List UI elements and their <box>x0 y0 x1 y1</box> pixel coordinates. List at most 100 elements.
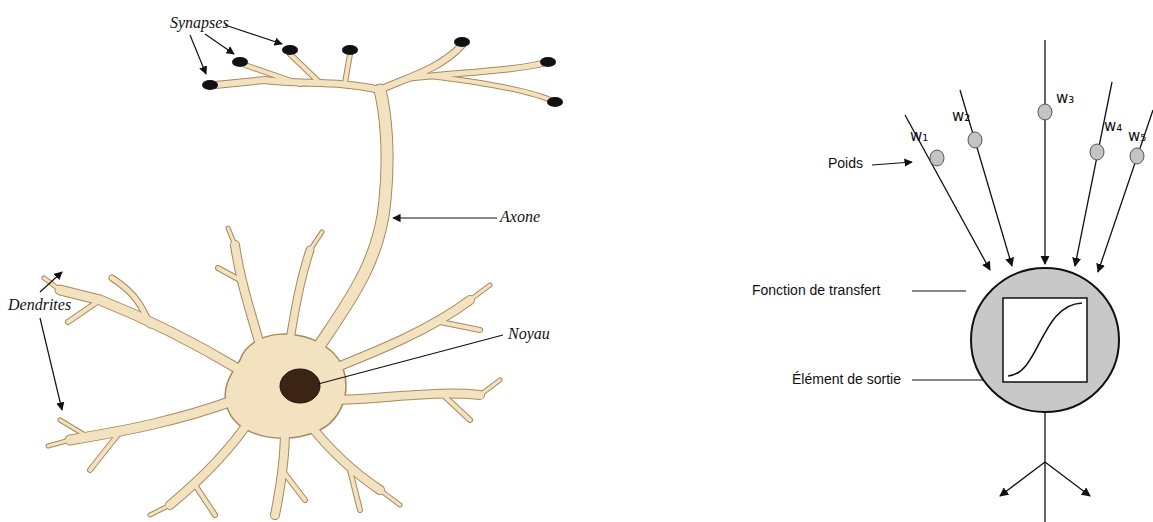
neurite <box>345 54 350 83</box>
cell-body <box>225 334 346 438</box>
neurite <box>235 245 260 345</box>
leader-lines <box>40 25 1038 410</box>
neurite <box>228 228 235 245</box>
leader-line <box>40 272 62 292</box>
neurite <box>310 425 380 490</box>
neurite <box>330 300 470 370</box>
synapse-terminal <box>540 57 556 67</box>
weight-bubble <box>968 132 982 148</box>
weight-bubble <box>1090 144 1104 160</box>
neurite <box>310 232 322 250</box>
artificial-neuron <box>905 40 1153 522</box>
neurite <box>245 65 300 84</box>
neurite-outline <box>310 425 380 490</box>
output-line <box>1044 412 1045 522</box>
neurite-outline <box>70 400 235 440</box>
neuron-body <box>971 268 1119 412</box>
neurite-outline <box>290 54 320 83</box>
part-name: Élément de sortie <box>792 372 901 387</box>
leader-line <box>393 217 497 218</box>
neurite-outline <box>150 505 170 515</box>
leader-line <box>190 35 206 74</box>
neurite-outline <box>195 485 215 515</box>
neurite <box>440 392 470 420</box>
neurite-outline <box>320 90 387 345</box>
neurite-outline <box>282 470 305 500</box>
neurite-outline <box>60 290 240 370</box>
input-line <box>1098 110 1153 272</box>
neurite <box>282 470 305 500</box>
leader-line <box>205 34 234 54</box>
neurite <box>170 420 250 505</box>
weight-bubble <box>930 150 944 166</box>
neurite <box>150 505 170 515</box>
neurite <box>440 322 480 330</box>
synapse-terminal <box>232 57 248 67</box>
part-name: Poids <box>828 156 863 171</box>
input-line <box>905 115 990 270</box>
neurite-outline <box>470 285 490 300</box>
neurite <box>195 485 215 515</box>
weight-label: w₁ <box>910 128 928 145</box>
nucleus <box>280 369 320 403</box>
neurite-outline <box>380 490 400 505</box>
part-name: Noyau <box>508 325 550 343</box>
neurite-outline <box>430 76 555 102</box>
neurite-outline <box>345 54 350 83</box>
sigmoid-curve <box>1008 303 1082 376</box>
neurite-outline <box>68 300 100 322</box>
weight-label: w₃ <box>1056 90 1074 107</box>
synapse-terminal <box>454 37 470 47</box>
part-name: Dendrites <box>8 296 71 314</box>
neurite-outline <box>310 232 322 250</box>
neurite-outline <box>330 300 470 370</box>
output-branch <box>1000 462 1045 496</box>
leader-line <box>225 25 282 44</box>
biological-neuron <box>44 37 563 515</box>
neurite <box>112 278 150 325</box>
input-line <box>1044 40 1045 264</box>
neurite <box>430 76 555 102</box>
neurite <box>44 278 60 290</box>
weight-label: w₅ <box>1128 128 1146 145</box>
neurite-outline <box>290 250 310 340</box>
input-line <box>1075 82 1112 266</box>
neurite <box>68 300 100 322</box>
neurite-outline <box>440 322 480 330</box>
leader-line <box>40 318 62 410</box>
synapse-terminal <box>342 45 358 55</box>
neurite <box>90 432 120 470</box>
weight-label: w₂ <box>952 108 970 125</box>
neurite <box>290 250 310 340</box>
neurite <box>218 268 240 280</box>
synapse-terminal <box>202 80 218 90</box>
neurite-outline <box>44 278 60 290</box>
neurite-outline <box>170 420 250 505</box>
neurite-outline <box>380 45 462 90</box>
neurite <box>380 45 462 90</box>
neurite-outline <box>480 380 500 395</box>
neurite <box>60 420 90 438</box>
neurite-outline <box>330 394 480 400</box>
neurite <box>48 440 70 446</box>
neurite <box>290 54 320 83</box>
neurite <box>470 285 490 300</box>
neurite <box>330 394 480 400</box>
part-name: Fonction de transfert <box>752 283 880 298</box>
part-name: Synapses <box>170 14 229 32</box>
weight-bubble <box>1130 148 1144 164</box>
leader-line <box>318 335 503 384</box>
neurite-outline <box>235 245 260 345</box>
output-branch <box>1045 462 1090 496</box>
synapse-terminal <box>282 45 298 55</box>
neurite <box>480 380 500 395</box>
neurite <box>380 490 400 505</box>
neurite <box>350 470 360 510</box>
leader-line <box>872 162 912 165</box>
weight-bubble <box>1038 104 1052 120</box>
transfer-box <box>1003 298 1087 382</box>
neurite-outline <box>228 228 235 245</box>
neurite <box>70 400 235 440</box>
synapse-terminal <box>547 97 563 107</box>
